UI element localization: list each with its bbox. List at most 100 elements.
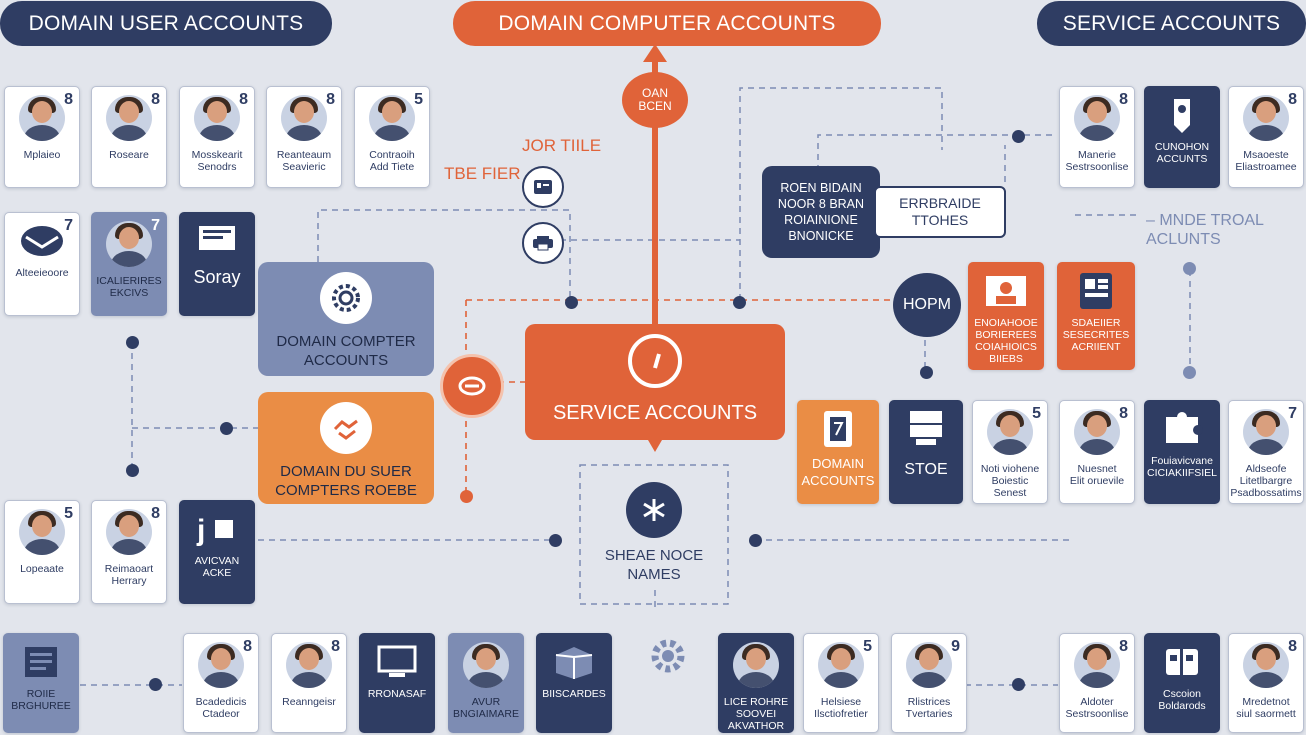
account-card[interactable]: SDAEIIER SESECRITES ACRIIENT [1057, 262, 1135, 370]
person-avatar-icon [19, 509, 65, 555]
aperture-icon [626, 482, 682, 538]
domain-compter-hub[interactable]: DOMAIN COMPTER ACCOUNTS [258, 262, 434, 376]
id-card-icon [984, 273, 1028, 309]
book-icon [1160, 644, 1204, 680]
erbraide-box[interactable]: ERRBRAIDE TTOHES [874, 186, 1006, 238]
card-label: DOMAIN ACCOUNTS [801, 456, 875, 488]
junction-dot [733, 296, 746, 309]
card-label: Aldoter Sestrsoonlise [1065, 696, 1129, 720]
junction-dot [149, 678, 162, 691]
account-card[interactable]: Fouiavicvane CICIAKIIFSIEL [1144, 400, 1220, 504]
account-card[interactable]: ROIIE BRGHUREE [3, 633, 79, 733]
person-avatar-icon [369, 95, 415, 141]
account-card[interactable]: CUNOHON ACCUNTS [1144, 86, 1220, 188]
count-badge: 8 [1288, 91, 1297, 108]
card-label: SDAEIIER SESECRITES ACRIIENT [1062, 317, 1130, 353]
roen-info-box[interactable]: ROEN BIDAIN NOOR 8 BRAN ROIAINIONE BNONI… [762, 166, 880, 258]
card-label: Aldseofe Litetlbargre Psadbossatims [1230, 463, 1302, 499]
clipboard-icon [816, 411, 860, 447]
count-badge: 8 [243, 638, 252, 655]
tag-icon [1160, 97, 1204, 133]
sheae-noce-hub[interactable]: SHEAE NOCE NAMES [580, 466, 728, 602]
domain-user-compters-label: DOMAIN DU SUER COMPTERS ROEBE [275, 463, 417, 499]
account-card[interactable]: ENOIAHOOE BORIEREES COIAHIOICS BIIEBS [968, 262, 1044, 370]
card-label: Helsiese Ilsctiofretier [814, 696, 868, 720]
hopm-node[interactable]: HOPM [893, 273, 961, 337]
person-avatar-icon [906, 642, 952, 688]
link-node[interactable] [440, 354, 504, 418]
person-avatar-icon [463, 642, 509, 688]
count-badge: 8 [1119, 638, 1128, 655]
count-badge: 8 [326, 91, 335, 108]
oan-bcen-node[interactable]: OAN BCEN [622, 72, 688, 128]
card-label: Soray [193, 267, 241, 287]
card-label: LICE ROHRE SOOVEI AKVATHOR [723, 696, 789, 732]
tbe-fier-label: TBE FIER [444, 164, 521, 183]
header-service-accounts: SERVICE ACCOUNTS [1037, 1, 1306, 46]
person-avatar-icon [818, 642, 864, 688]
service-accounts-label: SERVICE ACCOUNTS [552, 402, 758, 424]
printer-node[interactable] [522, 222, 564, 264]
certificate-icon [195, 223, 239, 259]
count-badge: 5 [64, 505, 73, 522]
account-card[interactable]: STOE [889, 400, 963, 504]
account-card[interactable]: BIISCARDES [536, 633, 612, 733]
junction-dot [565, 296, 578, 309]
account-card[interactable]: AVUR BNGIAIMARE [448, 633, 524, 733]
header-domain-computer-accounts: DOMAIN COMPUTER ACCOUNTS [453, 1, 881, 46]
account-card[interactable]: Cscoion Boldarods [1144, 633, 1220, 733]
person-avatar-icon [281, 95, 327, 141]
card-label: Nuesnet Elit oruevile [1069, 463, 1125, 487]
card-label: AVUR BNGIAIMARE [453, 696, 519, 720]
printer-icon [533, 236, 553, 251]
account-card[interactable]: DOMAIN ACCOUNTS [797, 400, 879, 504]
account-card[interactable]: RRONASAF [359, 633, 435, 733]
junction-dot [920, 366, 933, 379]
card-label: Bcadedicis Ctadeor [195, 696, 247, 720]
count-badge: 8 [64, 91, 73, 108]
card-label: Fouiavicvane CICIAKIIFSIEL [1146, 455, 1218, 479]
account-card[interactable]: LICE ROHRE SOOVEI AKVATHOR [718, 633, 794, 733]
id-badge-node[interactable] [522, 166, 564, 208]
card-label: Rlistrices Tvertaries [905, 696, 953, 720]
card-label: Alteeieoore [15, 267, 69, 279]
count-badge: 7 [1288, 405, 1297, 422]
settings-gear-icon[interactable] [648, 636, 688, 676]
count-badge: 9 [951, 638, 960, 655]
erbraide-label: ERRBRAIDE TTOHES [899, 195, 981, 228]
handshake-icon [320, 402, 372, 454]
service-accounts-hub[interactable]: SERVICE ACCOUNTS [525, 324, 785, 440]
person-avatar-icon [987, 409, 1033, 455]
person-avatar-icon [194, 95, 240, 141]
gauge-icon [628, 334, 682, 388]
domain-user-compters-hub[interactable]: DOMAIN DU SUER COMPTERS ROEBE [258, 392, 434, 504]
count-badge: 8 [239, 91, 248, 108]
card-label: Noti viohene Boiestic Senest [980, 463, 1040, 499]
person-avatar-icon [106, 221, 152, 267]
svg-text:j: j [196, 514, 205, 546]
person-avatar-icon [1243, 642, 1289, 688]
person-avatar-icon [1074, 642, 1120, 688]
account-card[interactable]: Soray [179, 212, 255, 316]
